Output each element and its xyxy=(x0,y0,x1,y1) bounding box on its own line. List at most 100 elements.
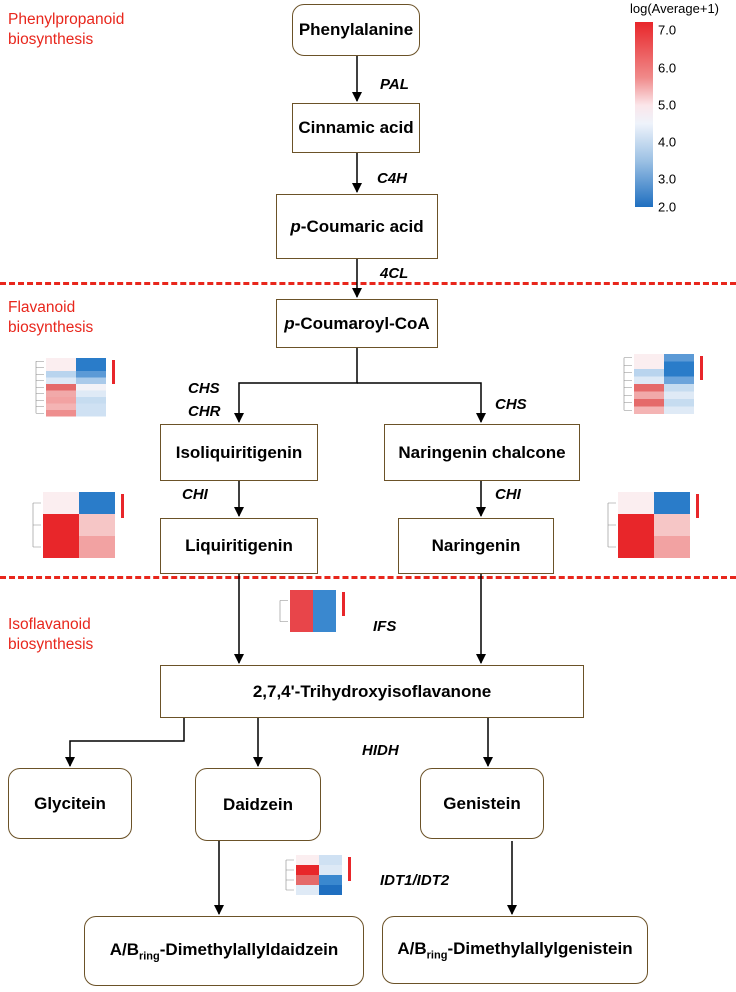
node-label: Glycitein xyxy=(34,793,106,813)
heatmap-cell xyxy=(43,536,79,558)
heatmap-cell xyxy=(46,358,76,365)
node-p-coumaroyl-coa: p-Coumaroyl-CoA xyxy=(276,299,438,348)
enzyme-label-idt: IDT1/IDT2 xyxy=(380,872,450,889)
enzyme-label-ifs: IFS xyxy=(373,618,397,635)
heatmap-dendrogram xyxy=(607,502,616,548)
heatmap-cell xyxy=(664,369,694,377)
node-naringenin: Naringenin xyxy=(398,518,554,574)
node-isoliquiritigenin: Isoliquiritigenin xyxy=(160,424,318,481)
enzyme-label-4cl: 4CL xyxy=(380,265,409,282)
heatmap-cell xyxy=(290,590,313,611)
heatmap-cell xyxy=(76,364,106,371)
heatmap-cell xyxy=(79,536,115,558)
heatmap-cell xyxy=(76,397,106,404)
heatmap-cell xyxy=(634,391,664,399)
node-genistein: Genistein xyxy=(420,768,544,839)
heatmap-chi-right xyxy=(607,492,699,558)
heatmap-cell xyxy=(46,371,76,378)
heatmap-cell xyxy=(76,358,106,365)
heatmap-cell xyxy=(76,390,106,397)
heatmap-cell xyxy=(664,399,694,407)
heatmap-mini-legend xyxy=(700,356,703,380)
node-label: Naringenin xyxy=(431,536,521,555)
heatmap-cell xyxy=(664,384,694,392)
section-divider xyxy=(0,282,736,285)
heatmap-cell xyxy=(319,865,342,875)
heatmap-mini-legend xyxy=(121,494,124,518)
node-label: p-Coumaric acid xyxy=(290,216,424,236)
node-label: p-Coumaroyl-CoA xyxy=(284,313,430,333)
heatmap-cell xyxy=(654,536,690,558)
node-naringenin-chalcone: Naringenin chalcone xyxy=(384,424,580,481)
node-cinnamic-acid: Cinnamic acid xyxy=(292,103,420,153)
node-p-coumaric-acid: p-Coumaric acid xyxy=(276,194,438,259)
node-label: Daidzein xyxy=(223,794,293,814)
heatmap-cell xyxy=(46,384,76,391)
node-phenylalanine: Phenylalanine xyxy=(292,4,420,56)
node-dimethylallylgenistein: A/Bring-Dimethylallylgenistein xyxy=(382,916,648,984)
enzyme-label-chs-right: CHS xyxy=(495,396,527,413)
heatmap-cell xyxy=(664,361,694,369)
heatmap-cell xyxy=(634,399,664,407)
node-trihydroxyisoflavanone: 2,7,4'-Trihydroxyisoflavanone xyxy=(160,665,584,718)
node-label: A/Bring-Dimethylallyldaidzein xyxy=(109,939,339,963)
heatmap-cell xyxy=(319,855,342,865)
section-divider xyxy=(0,576,736,579)
heatmap-cell xyxy=(46,403,76,410)
color-scale-legend: 7.0 6.0 5.0 4.0 3.0 2.0 xyxy=(635,22,685,215)
heatmap-dendrogram xyxy=(279,600,288,622)
heatmap-dendrogram xyxy=(623,357,632,411)
heatmap-cell xyxy=(618,514,654,536)
color-scale-tick: 7.0 xyxy=(658,22,677,38)
heatmap-cell xyxy=(296,885,319,895)
heatmap-cell xyxy=(46,397,76,404)
node-label: 2,7,4'-Trihydroxyisoflavanone xyxy=(252,681,492,701)
color-scale-tick: 4.0 xyxy=(658,134,677,150)
color-scale-tick: 6.0 xyxy=(658,60,677,76)
node-label: Genistein xyxy=(443,793,521,813)
heatmap-cell xyxy=(290,611,313,632)
color-scale-bar xyxy=(635,22,653,207)
heatmap-cell xyxy=(76,403,106,410)
heatmap-cell xyxy=(618,536,654,558)
heatmap-cell xyxy=(46,364,76,371)
heatmap-mini-legend xyxy=(348,857,351,881)
heatmap-cell xyxy=(664,391,694,399)
heatmap-cell xyxy=(654,492,690,514)
heatmap-cell xyxy=(618,492,654,514)
color-scale-tick: 2.0 xyxy=(658,199,677,215)
heatmap-cell xyxy=(296,855,319,865)
heatmap-chi-left xyxy=(32,492,124,558)
heatmap-cell xyxy=(634,354,664,362)
heatmap-dendrogram xyxy=(32,502,41,548)
node-dimethylallyldaidzein: A/Bring-Dimethylallyldaidzein xyxy=(84,916,364,986)
heatmap-cell xyxy=(664,376,694,384)
heatmap-cell xyxy=(46,410,76,417)
heatmap-cell xyxy=(79,514,115,536)
heatmap-cell xyxy=(46,390,76,397)
enzyme-label-chs-left: CHS xyxy=(188,380,220,397)
heatmap-dendrogram xyxy=(285,859,294,891)
heatmap-chs-chr xyxy=(35,358,115,417)
node-label: A/Bring-Dimethylallylgenistein xyxy=(397,938,633,962)
heatmap-cell xyxy=(319,875,342,885)
node-label: Naringenin chalcone xyxy=(398,442,566,462)
node-label: Cinnamic acid xyxy=(298,118,414,137)
enzyme-label-hidh: HIDH xyxy=(362,742,399,759)
heatmap-idt xyxy=(285,855,351,895)
heatmap-cell xyxy=(664,406,694,414)
enzyme-label-pal: PAL xyxy=(380,76,409,93)
enzyme-label-chi-right: CHI xyxy=(495,486,521,503)
heatmap-cell xyxy=(76,384,106,391)
heatmap-mini-legend xyxy=(112,360,115,384)
enzyme-label-chr: CHR xyxy=(188,403,221,420)
heatmap-ifs xyxy=(279,590,345,632)
heatmap-cell xyxy=(313,590,336,611)
heatmap-cell xyxy=(296,875,319,885)
color-scale-tick: 5.0 xyxy=(658,97,677,113)
heatmap-cell xyxy=(634,406,664,414)
